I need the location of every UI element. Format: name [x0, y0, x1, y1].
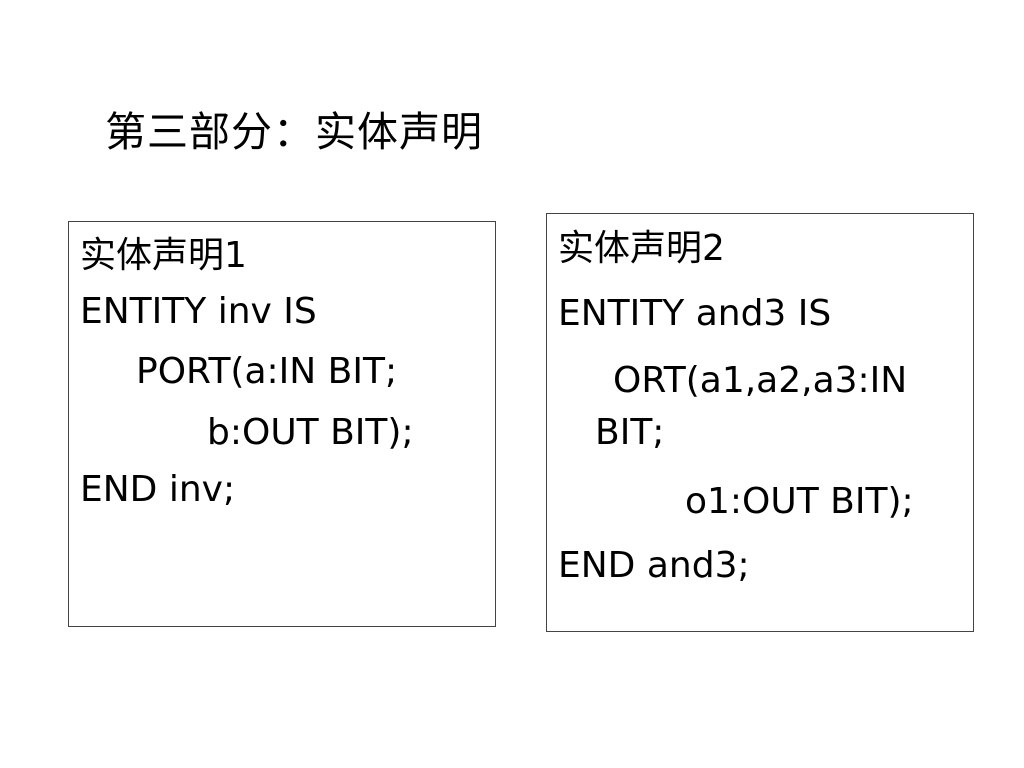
entity-2-line-port: ORT(a1,a2,a3:IN: [613, 360, 908, 401]
entity-2-line-entity: ENTITY and3 IS: [558, 293, 832, 334]
entity-1-line-output: b:OUT BIT);: [207, 412, 414, 453]
entity-2-line-end: END and3;: [558, 545, 750, 586]
entity-1-heading: 实体声明1: [80, 234, 247, 278]
entity-2-heading-number: 2: [702, 228, 725, 269]
entity-2-heading-text: 实体声明: [558, 228, 703, 269]
entity-2-heading: 实体声明2: [558, 227, 725, 271]
entity-declaration-box-1: 实体声明1 ENTITY inv IS PORT(a:IN BIT; b:OUT…: [68, 221, 496, 627]
entity-2-line-port-type: BIT;: [595, 412, 665, 453]
entity-1-heading-number: 1: [224, 235, 247, 276]
slide-title: 第三部分：实体声明: [105, 108, 483, 156]
entity-1-heading-text: 实体声明: [80, 235, 225, 276]
entity-2-line-output: o1:OUT BIT);: [685, 481, 914, 522]
entity-1-line-port: PORT(a:IN BIT;: [136, 351, 398, 392]
entity-1-line-entity: ENTITY inv IS: [80, 291, 317, 332]
entity-declaration-box-2: 实体声明2 ENTITY and3 IS ORT(a1,a2,a3:IN BIT…: [546, 213, 974, 632]
entity-1-line-end: END inv;: [80, 469, 236, 510]
